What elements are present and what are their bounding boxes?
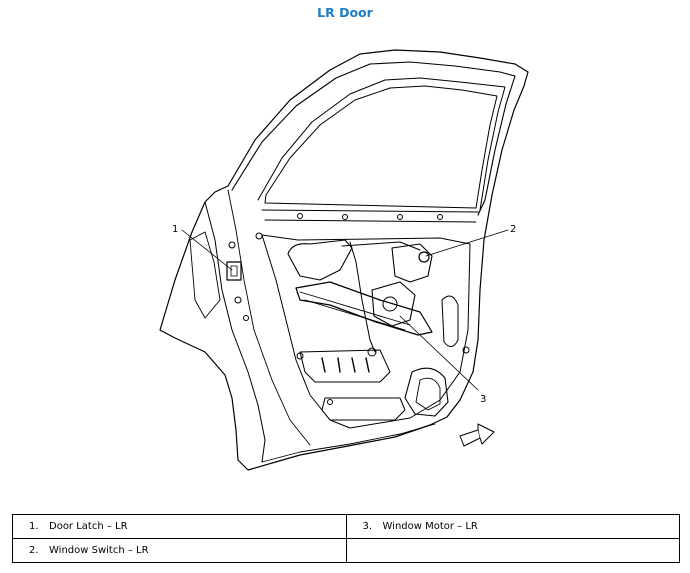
speaker-opening-inner bbox=[415, 377, 441, 411]
legend-row: 1. Door Latch – LR 3. Window Motor – LR bbox=[12, 514, 680, 539]
inner-panel bbox=[261, 234, 471, 429]
door-rear-edge-inner bbox=[227, 189, 311, 446]
door-diagram: 1 2 3 bbox=[159, 49, 529, 471]
legend-cell-empty bbox=[345, 538, 680, 563]
window-regulator bbox=[295, 281, 433, 336]
lower-access-panel bbox=[299, 349, 391, 383]
window-switch bbox=[391, 243, 433, 283]
legend-label: Window Switch – LR bbox=[49, 545, 149, 556]
callout-1: 1 bbox=[172, 224, 178, 235]
legend-number: 3. bbox=[362, 521, 373, 532]
inside-handle bbox=[287, 239, 353, 281]
mount-hole bbox=[296, 352, 304, 360]
legend-cell: 2. Window Switch – LR bbox=[12, 538, 347, 563]
lower-trim bbox=[321, 397, 406, 421]
oval-cutout bbox=[441, 295, 459, 347]
belt-hole bbox=[397, 214, 403, 220]
legend-cell: 1. Door Latch – LR bbox=[12, 514, 347, 539]
legend-row: 2. Window Switch – LR bbox=[12, 538, 680, 563]
mount-hole bbox=[255, 232, 263, 240]
window-switch-connector bbox=[418, 251, 430, 263]
belt-line bbox=[261, 209, 479, 223]
belt-hole bbox=[342, 214, 348, 220]
vent-slot bbox=[337, 357, 341, 373]
mount-hole bbox=[243, 315, 249, 321]
legend-label: Door Latch – LR bbox=[49, 521, 128, 532]
legend-number: 1. bbox=[29, 521, 39, 532]
mount-hole bbox=[367, 347, 377, 357]
latch-screw bbox=[228, 241, 236, 249]
window-frame-inner bbox=[257, 77, 506, 211]
speaker-opening bbox=[404, 367, 449, 417]
mount-hole bbox=[327, 399, 333, 405]
front-direction-arrow-icon bbox=[459, 423, 495, 447]
vent-slot bbox=[351, 357, 356, 373]
regulator-cable bbox=[299, 291, 411, 331]
vent-slot bbox=[365, 357, 370, 373]
callout-leader-3 bbox=[399, 315, 479, 391]
vent-slot bbox=[321, 357, 326, 373]
callout-leader-2 bbox=[425, 229, 509, 257]
belt-hole bbox=[297, 213, 303, 219]
legend-number: 2. bbox=[29, 545, 39, 556]
sill-line bbox=[261, 423, 436, 463]
mount-hole bbox=[462, 346, 470, 354]
legend-cell: 3. Window Motor – LR bbox=[345, 514, 680, 539]
door-latch bbox=[226, 261, 242, 281]
window-motor-body bbox=[382, 296, 398, 312]
window-frame bbox=[231, 61, 516, 216]
diagram-title: LR Door bbox=[317, 5, 373, 20]
legend-label: Window Motor – LR bbox=[382, 521, 478, 532]
legend-table: 1. Door Latch – LR 3. Window Motor – LR 2.… bbox=[12, 514, 680, 563]
inside-handle-rod bbox=[341, 241, 421, 251]
callout-3: 3 bbox=[480, 394, 486, 405]
callout-2: 2 bbox=[510, 224, 516, 235]
door-rear-edge bbox=[204, 201, 266, 463]
latch-screw bbox=[234, 296, 242, 304]
latch-face bbox=[189, 231, 221, 319]
belt-hole bbox=[437, 214, 443, 220]
arrow-shading bbox=[477, 429, 481, 439]
window-motor bbox=[371, 281, 416, 327]
window-opening bbox=[264, 85, 498, 209]
door-outer-outline bbox=[159, 49, 529, 471]
regulator-track bbox=[349, 241, 376, 353]
callout-leader-1 bbox=[181, 229, 233, 271]
door-latch-detail bbox=[230, 265, 238, 277]
